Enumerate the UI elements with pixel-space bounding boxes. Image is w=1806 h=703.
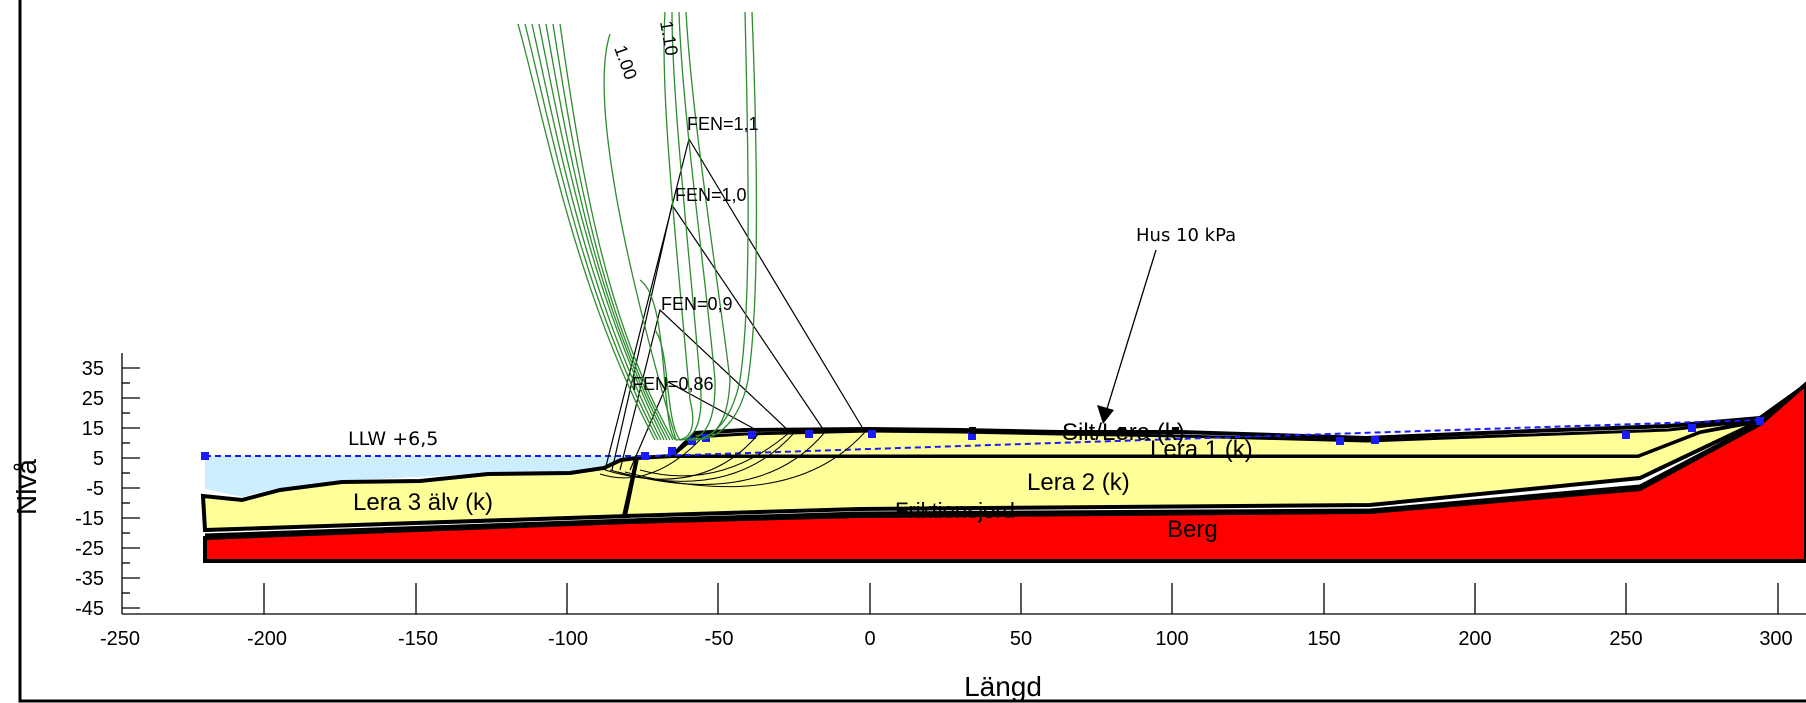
friktionsjord-line-bottom <box>204 421 1761 537</box>
x-tick-label: 200 <box>1458 628 1491 650</box>
load-label: Hus 10 kPa <box>1136 225 1236 246</box>
y-tick-label: -5 <box>86 478 104 500</box>
fen-09-label: FEN=0,9 <box>661 294 733 314</box>
y-tick-label: 15 <box>82 418 104 440</box>
y-tick-label: 5 <box>93 448 104 470</box>
silt-layer-label: Silt/Lera (k) <box>1062 419 1185 446</box>
fen-11-label: FEN=1,1 <box>687 114 759 134</box>
x-tick-label: 300 <box>1759 628 1792 650</box>
contour-label-110: 1.10 <box>656 19 682 57</box>
x-tick-label: -150 <box>398 628 438 650</box>
load-arrow-head <box>1097 405 1114 424</box>
y-tick-label: -15 <box>75 508 104 530</box>
plot-frame <box>18 0 1806 703</box>
berg-layer-label: Berg <box>1167 516 1218 543</box>
x-tick-label: 150 <box>1307 628 1340 650</box>
x-tick-label: 100 <box>1155 628 1188 650</box>
y-tick-label: 25 <box>82 388 104 410</box>
fen-086-label: FEN=0,86 <box>632 374 714 394</box>
x-tick-label: -100 <box>548 628 588 650</box>
x-tick-label: -200 <box>247 628 287 650</box>
measurement-points <box>201 417 1764 460</box>
x-tick-label: -250 <box>100 628 140 650</box>
lera2-layer-label: Lera 2 (k) <box>1027 469 1130 496</box>
y-tick-label: 35 <box>82 358 104 380</box>
y-tick-label: -35 <box>75 568 104 590</box>
x-tick-label: -50 <box>705 628 734 650</box>
layer-boundary-line <box>622 457 639 517</box>
x-axis-title: Längd <box>964 671 1042 702</box>
contour-label-100: 1.00 <box>610 43 641 83</box>
phreatic-line <box>654 419 1761 457</box>
y-tick-label: -45 <box>75 598 104 620</box>
water-area <box>205 456 655 497</box>
y-tick-labels: 35 25 15 5 -5 -15 -25 -35 -45 <box>75 358 104 620</box>
friktionsjord-line-top <box>204 419 1761 532</box>
y-axis-ticks <box>122 367 140 609</box>
berg-layer <box>203 381 1806 563</box>
y-axis-title: Nivå <box>11 459 42 515</box>
lera3-layer-label: Lera 3 älv (k) <box>353 489 493 516</box>
water-level-label: LLW +6,5 <box>348 428 438 450</box>
safety-factor-contours <box>517 11 758 441</box>
friktionsjord-layer-label: Friktionsjord <box>895 498 1015 523</box>
lera1-layer-label: Lera 1 (k) <box>1150 436 1253 463</box>
load-markers <box>969 427 1179 434</box>
x-tick-label: 50 <box>1010 628 1032 650</box>
x-tick-label: 250 <box>1609 628 1642 650</box>
x-axis-ticks <box>263 583 1779 614</box>
y-tick-label: -25 <box>75 538 104 560</box>
fen-10-label: FEN=1,0 <box>675 185 747 205</box>
x-tick-labels: -250 -200 -150 -100 -50 0 50 100 150 200… <box>100 628 1793 650</box>
load-arrow-line <box>1105 249 1157 413</box>
x-tick-label: 0 <box>864 628 875 650</box>
slip-surfaces <box>599 431 866 488</box>
